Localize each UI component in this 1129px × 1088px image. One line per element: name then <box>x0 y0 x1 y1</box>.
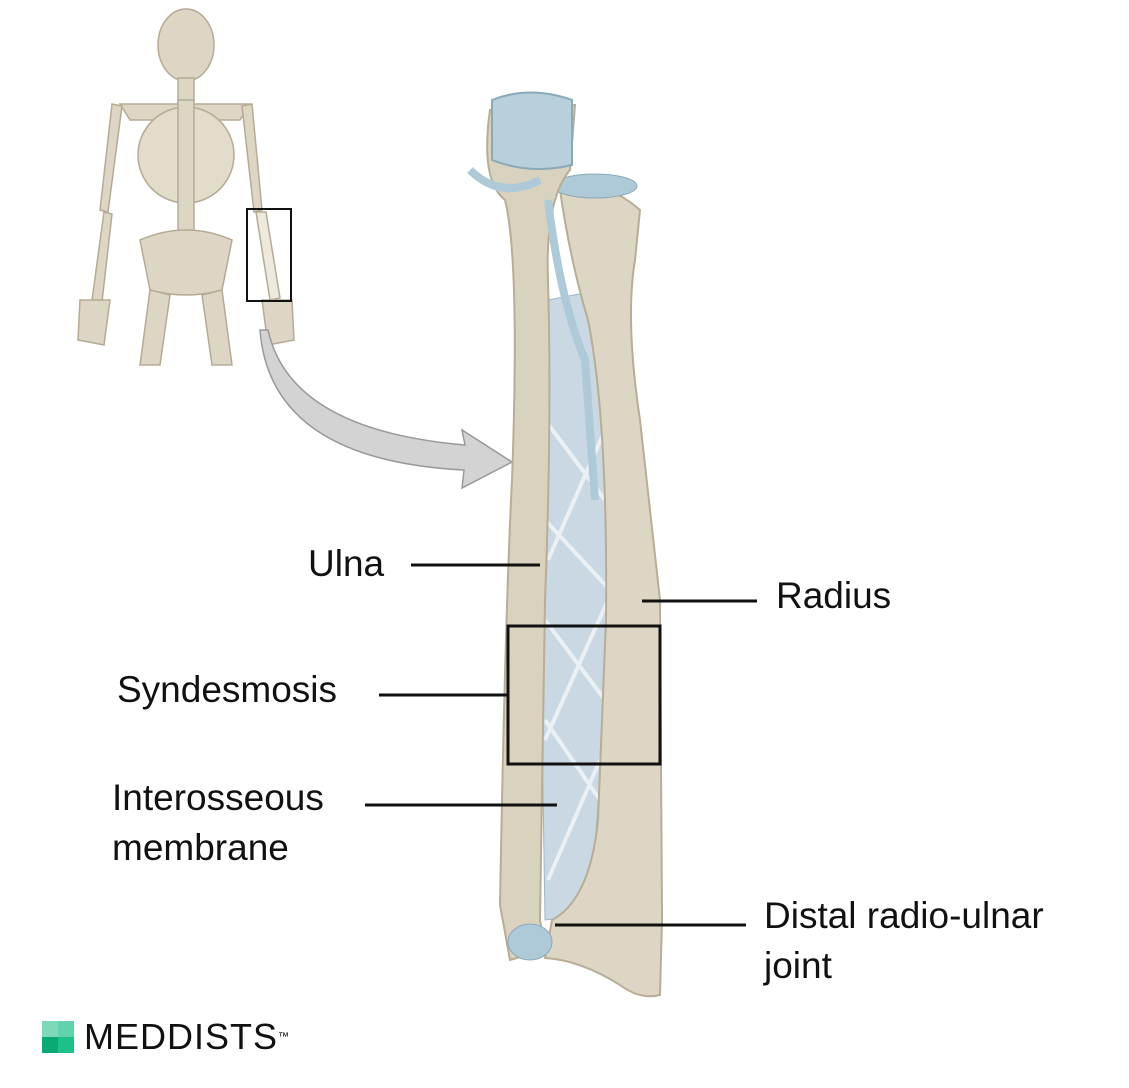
radius-bone <box>543 184 664 998</box>
label-distal: Distal radio-ulnar <box>764 895 1044 936</box>
logo-text: MEDDISTS <box>84 1016 279 1057</box>
logo-squares-icon <box>42 1021 74 1053</box>
label-interosseous: Interosseous <box>112 777 324 818</box>
label-joint: joint <box>764 945 832 986</box>
label-radius: Radius <box>776 575 892 616</box>
syndesmosis-box <box>506 624 662 766</box>
label-ulna: Ulna <box>308 543 385 584</box>
label-membrane: membrane <box>112 827 289 868</box>
leader-lines <box>365 563 757 927</box>
zoom-region-box <box>246 208 292 302</box>
skeleton-thumbnail <box>77 8 295 366</box>
zoom-arrow <box>259 329 514 490</box>
label-syndesmosis: Syndesmosis <box>117 669 338 710</box>
logo-trademark: ™ <box>278 1031 290 1043</box>
